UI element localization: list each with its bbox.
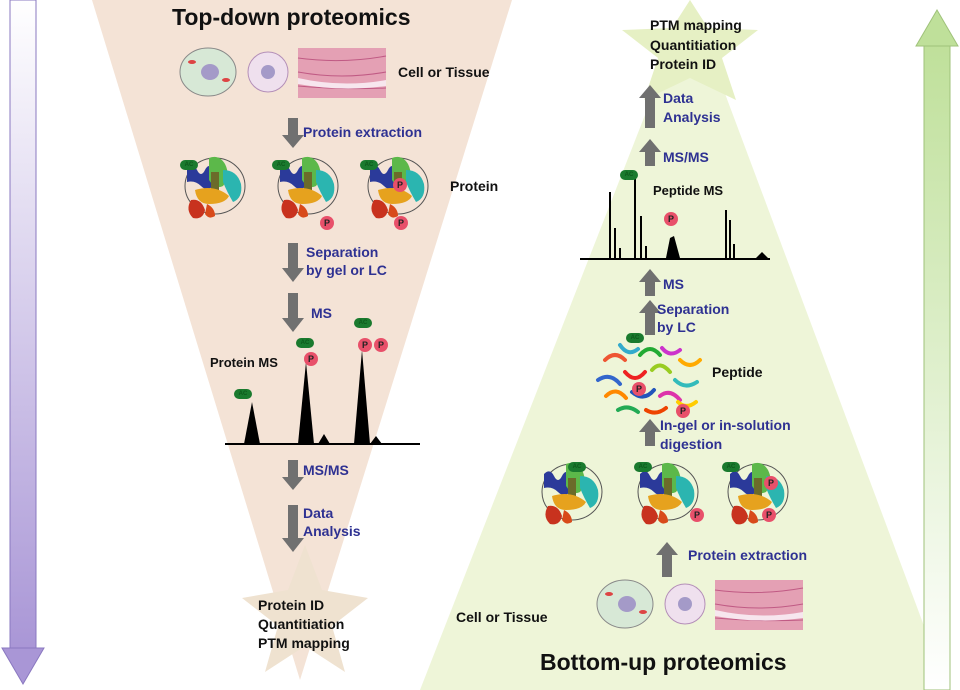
result-ptm-mapping: PTM mapping (258, 635, 350, 651)
acetyl-badge: AC (272, 160, 290, 170)
phospho-badge: P (374, 338, 388, 352)
up-arrow (639, 300, 661, 335)
acetyl-badge: AC (354, 318, 372, 328)
step-separation-line1: Separation (657, 301, 730, 317)
step-separation-line2: by LC (657, 319, 696, 335)
up-arrow (656, 542, 678, 577)
phospho-badge: P (394, 216, 408, 230)
result-protein-id: Protein ID (258, 597, 325, 613)
peptide-label: Peptide (712, 364, 763, 380)
protein-ms-spectrum (225, 350, 420, 445)
bottom-up-direction-arrow (915, 9, 959, 690)
phospho-badge: P (690, 508, 704, 522)
step-msms: MS/MS (303, 462, 349, 478)
phospho-badge: P (304, 352, 318, 366)
phospho-badge: P (664, 212, 678, 226)
down-arrow (282, 118, 304, 148)
top-down-direction-arrow (1, 0, 45, 685)
down-arrow (282, 243, 304, 282)
cell-tissue-label: Cell or Tissue (398, 64, 490, 80)
step-separation-line1: Separation (306, 244, 379, 260)
step-separation-line2: by gel or LC (306, 262, 387, 278)
up-arrow (639, 419, 661, 446)
peptide-ms-label: Peptide MS (653, 183, 724, 198)
step-ms: MS (663, 276, 684, 292)
up-arrow (639, 269, 661, 296)
protein-ms-label: Protein MS (210, 355, 278, 370)
phospho-badge: P (632, 382, 646, 396)
down-arrow (282, 293, 304, 332)
step-msms: MS/MS (663, 149, 709, 165)
result-quantitation: Quantitiation (650, 37, 737, 53)
acetyl-badge: AC (568, 462, 586, 472)
up-arrow (639, 85, 661, 128)
peptide-mixture (596, 343, 702, 415)
top-down-title: Top-down proteomics (172, 4, 411, 30)
step-protein-extraction: Protein extraction (303, 124, 423, 140)
peptide-ms-spectrum (580, 178, 770, 260)
down-arrow (282, 460, 304, 490)
bottom-up-title: Bottom-up proteomics (540, 649, 787, 675)
phospho-badge: P (320, 216, 334, 230)
phospho-badge: P (764, 476, 778, 490)
step-ms: MS (311, 305, 332, 321)
result-ptm-mapping: PTM mapping (650, 17, 742, 33)
phospho-badge: P (358, 338, 372, 352)
step-protein-extraction: Protein extraction (688, 547, 808, 563)
acetyl-badge: AC (296, 338, 314, 348)
acetyl-badge: AC (360, 160, 378, 170)
phospho-badge: P (676, 404, 690, 418)
step-digestion-line2: digestion (660, 436, 723, 452)
step-digestion-line1: In-gel or in-solution (660, 417, 791, 433)
result-quantitation: Quantitiation (258, 616, 345, 632)
protein-label: Protein (450, 178, 499, 194)
up-arrow (639, 139, 661, 166)
down-arrow (282, 505, 304, 552)
result-protein-id: Protein ID (650, 56, 717, 72)
step-data-analysis-line1: Data (663, 90, 694, 106)
acetyl-badge: AC (180, 160, 198, 170)
phospho-badge: P (762, 508, 776, 522)
cell-tissue-label: Cell or Tissue (456, 609, 548, 625)
acetyl-badge: AC (634, 462, 652, 472)
step-data-analysis-line2: Analysis (303, 523, 361, 539)
acetyl-badge: AC (722, 462, 740, 472)
phospho-badge: P (393, 178, 407, 192)
acetyl-badge: AC (620, 170, 638, 180)
step-data-analysis-line1: Data (303, 505, 334, 521)
acetyl-badge: AC (626, 333, 644, 343)
top-down-result-star (242, 545, 368, 672)
step-data-analysis-line2: Analysis (663, 109, 721, 125)
bottom-up-result-star (622, 0, 758, 100)
acetyl-badge: AC (234, 389, 252, 399)
